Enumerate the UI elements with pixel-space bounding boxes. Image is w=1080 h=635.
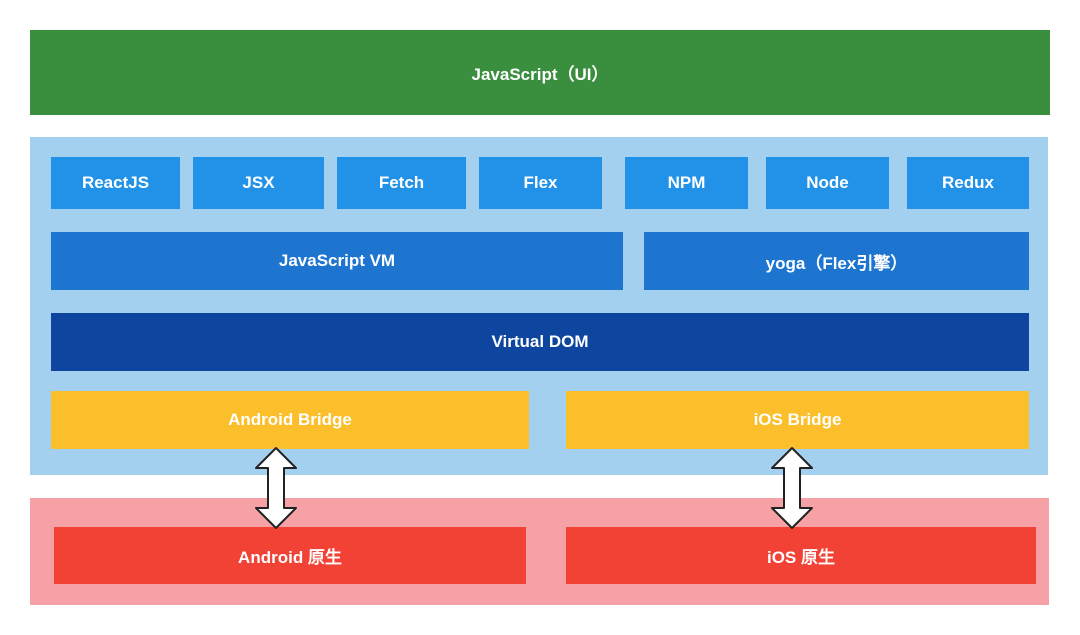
- library-label: Flex: [523, 173, 558, 192]
- library-label: Fetch: [378, 173, 425, 192]
- android-bidirectional-arrow-icon: [255, 447, 297, 529]
- library-reactjs: ReactJS: [51, 157, 180, 209]
- android-bridge-box: Android Bridge: [51, 391, 529, 449]
- library-label: JSX: [242, 173, 275, 192]
- android-bridge-label: Android Bridge: [228, 410, 352, 429]
- virtual-dom-box: Virtual DOM: [51, 313, 1029, 371]
- javascript-vm-box: JavaScript VM: [51, 232, 623, 290]
- library-label: NPM: [667, 173, 706, 192]
- library-label: Redux: [942, 173, 994, 192]
- javascript-vm-label: JavaScript VM: [278, 251, 396, 270]
- library-label: ReactJS: [81, 173, 150, 192]
- ios-bridge-label: iOS Bridge: [753, 410, 842, 429]
- library-node: Node: [766, 157, 889, 209]
- library-npm: NPM: [625, 157, 748, 209]
- ios-native-box: iOS 原生: [566, 527, 1036, 584]
- javascript-ui-layer: JavaScript（UI）: [30, 30, 1050, 115]
- library-fetch: Fetch: [337, 157, 466, 209]
- ios-bridge-box: iOS Bridge: [566, 391, 1029, 449]
- library-jsx: JSX: [193, 157, 324, 209]
- ios-bidirectional-arrow-icon: [771, 447, 813, 529]
- library-flex: Flex: [479, 157, 602, 209]
- library-label: Node: [806, 173, 849, 192]
- android-native-label: Android 原生: [238, 548, 342, 567]
- yoga-engine-box: yoga（Flex引擎）: [644, 232, 1029, 290]
- ios-native-label: iOS 原生: [766, 548, 835, 567]
- android-native-box: Android 原生: [54, 527, 526, 584]
- javascript-ui-label: JavaScript（UI）: [471, 65, 609, 84]
- virtual-dom-label: Virtual DOM: [491, 332, 589, 351]
- yoga-engine-label: yoga（Flex引擎）: [765, 253, 908, 273]
- library-redux: Redux: [907, 157, 1029, 209]
